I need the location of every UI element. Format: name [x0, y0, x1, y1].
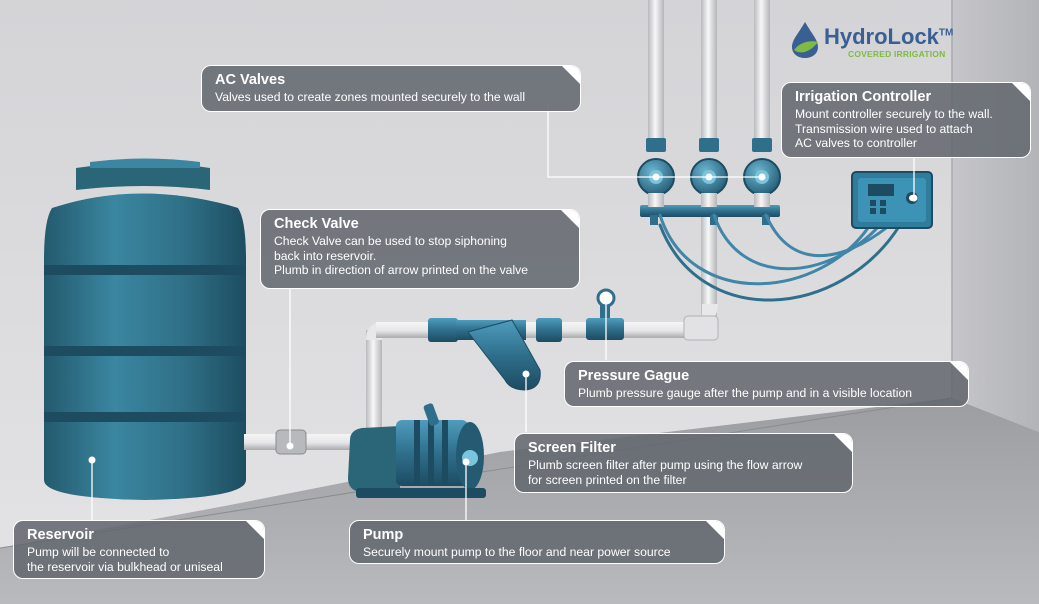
callout-irrigation-controller: Irrigation Controller Mount controller s…: [781, 82, 1031, 158]
callout-title: Reservoir: [27, 527, 94, 543]
callout-dots: [88, 173, 918, 466]
callout-text: Plumb screen filter after pump using the…: [528, 458, 803, 487]
callout-pressure-gauge: Pressure Gague Plumb pressure gauge afte…: [564, 361, 969, 407]
callout-screen-filter: Screen Filter Plumb screen filter after …: [514, 433, 853, 493]
callout-ac-valves: AC Valves Valves used to create zones mo…: [201, 65, 581, 112]
callout-title: AC Valves: [215, 72, 286, 88]
callout-text: Plumb pressure gauge after the pump and …: [578, 386, 913, 400]
callout-title: Irrigation Controller: [795, 89, 932, 105]
callout-check-valve: Check Valve Check Valve can be used to s…: [260, 209, 580, 289]
callout-reservoir: Reservoir Pump will be connected to the …: [13, 520, 265, 579]
callout-title: Pump: [363, 527, 404, 543]
callout-text: Valves used to create zones mounted secu…: [215, 90, 526, 104]
logo-wordmark: HydroLockTM: [824, 24, 954, 49]
hydrolock-logo: HydroLockTM COVERED IRRIGATION: [788, 16, 953, 64]
plumbing: [244, 288, 719, 455]
callout-text: Pump will be connected to the reservoir …: [27, 545, 223, 574]
logo-tagline: COVERED IRRIGATION: [848, 49, 946, 59]
callout-text: Mount controller securely to the wall. T…: [795, 107, 993, 150]
callout-pump: Pump Securely mount pump to the floor an…: [349, 520, 725, 564]
pump-unit: [348, 403, 486, 498]
callout-text: Securely mount pump to the floor and nea…: [363, 545, 671, 559]
callout-text: Check Valve can be used to stop siphonin…: [274, 234, 529, 277]
callout-title: Check Valve: [274, 216, 359, 232]
callout-title: Pressure Gague: [578, 368, 690, 384]
transmission-wires: [658, 213, 902, 302]
ac-valves: [637, 138, 781, 225]
supply-pipes: [648, 0, 770, 325]
callout-title: Screen Filter: [528, 440, 616, 456]
reservoir-tank: [44, 158, 246, 500]
water-drop-leaf-icon: [792, 22, 818, 58]
irrigation-controller-box: [851, 171, 933, 229]
check-valve-body: [275, 429, 307, 455]
